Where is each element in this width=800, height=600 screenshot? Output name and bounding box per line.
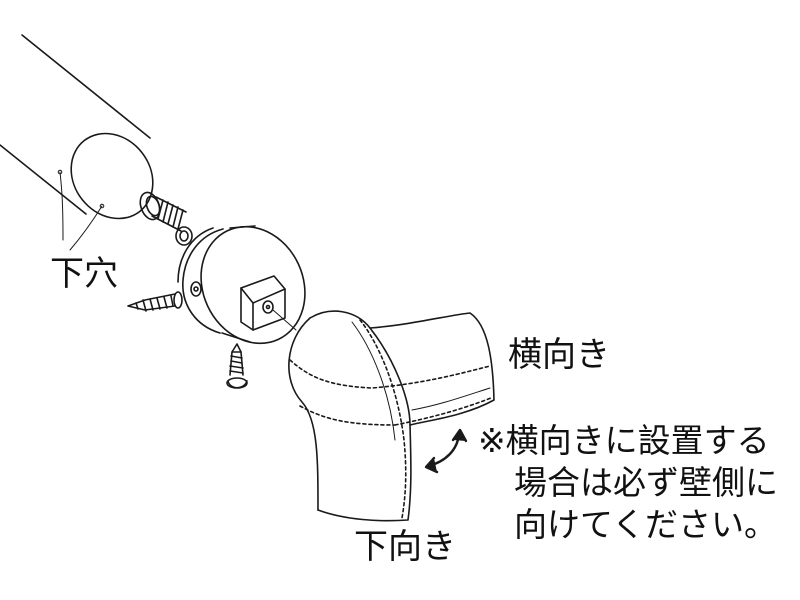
note-line-2: 場合は必ず壁側に bbox=[514, 463, 778, 502]
bracket-base bbox=[177, 225, 306, 345]
wood-screw-horizontal bbox=[127, 291, 183, 312]
note-line-1: ※横向きに設置する bbox=[478, 421, 770, 460]
elbow-cap bbox=[288, 310, 495, 522]
label-horizontal: 横向き bbox=[508, 335, 610, 375]
wood-screw-vertical bbox=[226, 343, 248, 389]
installation-note: ※横向きに設置する 場合は必ず壁側に 向けてください。 bbox=[478, 420, 778, 546]
connector-bolt bbox=[139, 191, 193, 246]
label-lower-hole: 下穴 bbox=[50, 254, 118, 294]
note-line-3: 向けてください。 bbox=[514, 505, 778, 544]
rotation-arrow bbox=[424, 428, 468, 474]
label-downward: 下向き bbox=[354, 527, 456, 567]
handrail-pipe bbox=[0, 34, 154, 251]
